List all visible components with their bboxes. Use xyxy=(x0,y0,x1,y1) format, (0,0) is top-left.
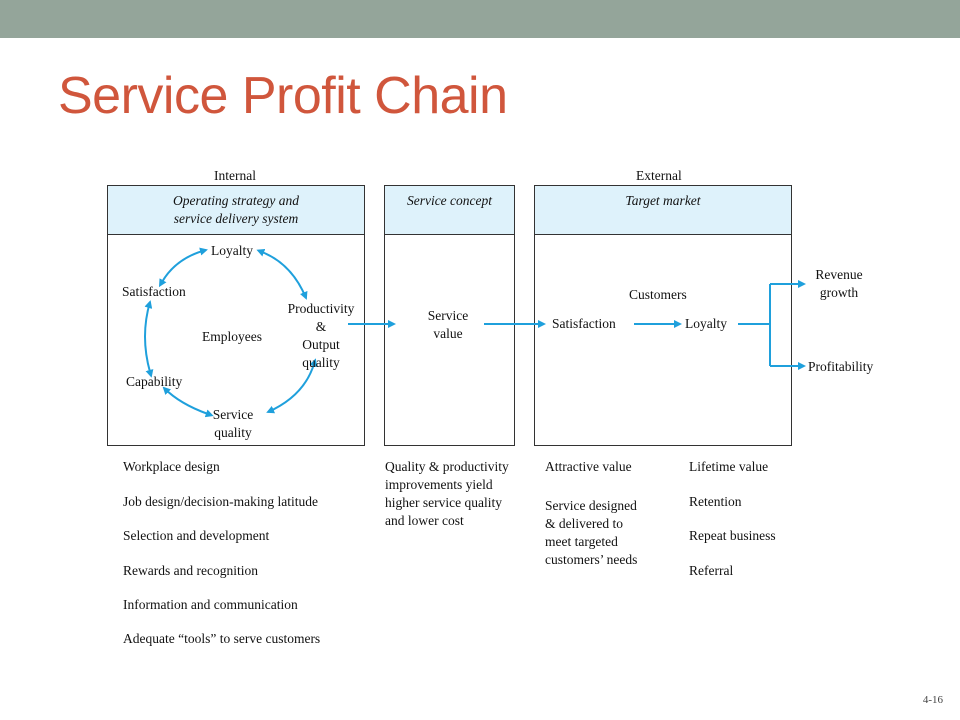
service-value: Service value xyxy=(412,307,484,343)
customer-satisfaction: Satisfaction xyxy=(552,316,616,331)
internal-list-item-3: Selection and development xyxy=(123,528,270,543)
cycle-service-quality-line2: quality xyxy=(214,425,252,440)
service-designed-line1: Service designed xyxy=(545,498,637,513)
arc-satisfaction-loyalty xyxy=(158,247,208,288)
service-concept-note-line3: higher service quality xyxy=(385,495,502,510)
revenue-growth-line2: growth xyxy=(819,285,859,300)
referral: Referral xyxy=(689,563,734,578)
service-concept-header: Service concept xyxy=(384,185,515,235)
internal-list-item-4: Rewards and recognition xyxy=(123,563,258,578)
internal-list-item-6: Adequate “tools” to serve customers xyxy=(123,631,321,646)
cycle-employees: Employees xyxy=(202,329,262,344)
profitability: Profitability xyxy=(808,359,874,374)
arc-service-capability xyxy=(162,386,214,418)
service-concept-note-line1: Quality & productivity xyxy=(385,459,509,474)
operating-strategy-header: Operating strategy and service delivery … xyxy=(107,185,365,235)
arc-productivity-service xyxy=(266,358,318,414)
revenue-growth-line1: Revenue xyxy=(815,267,863,282)
cycle-productivity-line4: quality xyxy=(302,355,340,370)
internal-list-item-5: Information and communication xyxy=(123,597,298,612)
attractive-value: Attractive value xyxy=(545,459,632,474)
target-market-header: Target market xyxy=(534,185,792,235)
revenue-growth: Revenue growth xyxy=(804,266,874,302)
retention: Retention xyxy=(689,494,742,509)
service-value-line2: value xyxy=(433,326,463,341)
cycle-satisfaction: Satisfaction xyxy=(122,284,186,299)
slide-number: 4-16 xyxy=(922,694,943,706)
operating-header-line1: Operating strategy and xyxy=(173,193,299,208)
cycle-productivity-line3: Output xyxy=(302,337,340,352)
customer-loyalty: Loyalty xyxy=(685,316,727,331)
service-concept-note-line4: and lower cost xyxy=(385,513,464,528)
slide-title: Service Profit Chain xyxy=(58,67,508,125)
repeat-business: Repeat business xyxy=(689,528,776,543)
internal-list-item-2: Job design/decision-making latitude xyxy=(123,494,318,509)
top-bar xyxy=(0,0,960,38)
lifetime-value: Lifetime value xyxy=(689,459,769,474)
service-concept-note-line2: improvements yield xyxy=(385,477,493,492)
service-concept-note: Quality & productivity improvements yiel… xyxy=(385,458,509,530)
customers-label: Customers xyxy=(629,287,687,302)
cycle-loyalty: Loyalty xyxy=(211,243,253,258)
cycle-service-quality-line1: Service xyxy=(212,407,254,422)
service-designed-line4: customers’ needs xyxy=(545,552,638,567)
target-market-header-text: Target market xyxy=(625,193,701,208)
arc-loyalty-productivity xyxy=(256,249,308,300)
service-concept-header-text: Service concept xyxy=(406,193,493,208)
service-value-line1: Service xyxy=(427,308,469,323)
external-label: External xyxy=(636,168,682,183)
service-designed-note: Service designed & delivered to meet tar… xyxy=(545,497,637,569)
arc-capability-satisfaction xyxy=(144,300,154,378)
cycle-capability: Capability xyxy=(126,374,183,389)
cycle-productivity-line2: & xyxy=(315,319,327,334)
service-designed-line2: & delivered to xyxy=(545,516,623,531)
internal-label: Internal xyxy=(214,168,256,183)
operating-header-line2: service delivery system xyxy=(173,211,299,226)
cycle-service-quality: Service quality xyxy=(200,406,266,442)
cycle-productivity-line1: Productivity xyxy=(287,301,355,316)
cycle-productivity: Productivity & Output quality xyxy=(282,300,360,372)
service-designed-line3: meet targeted xyxy=(545,534,618,549)
internal-list-item-1: Workplace design xyxy=(123,459,220,474)
